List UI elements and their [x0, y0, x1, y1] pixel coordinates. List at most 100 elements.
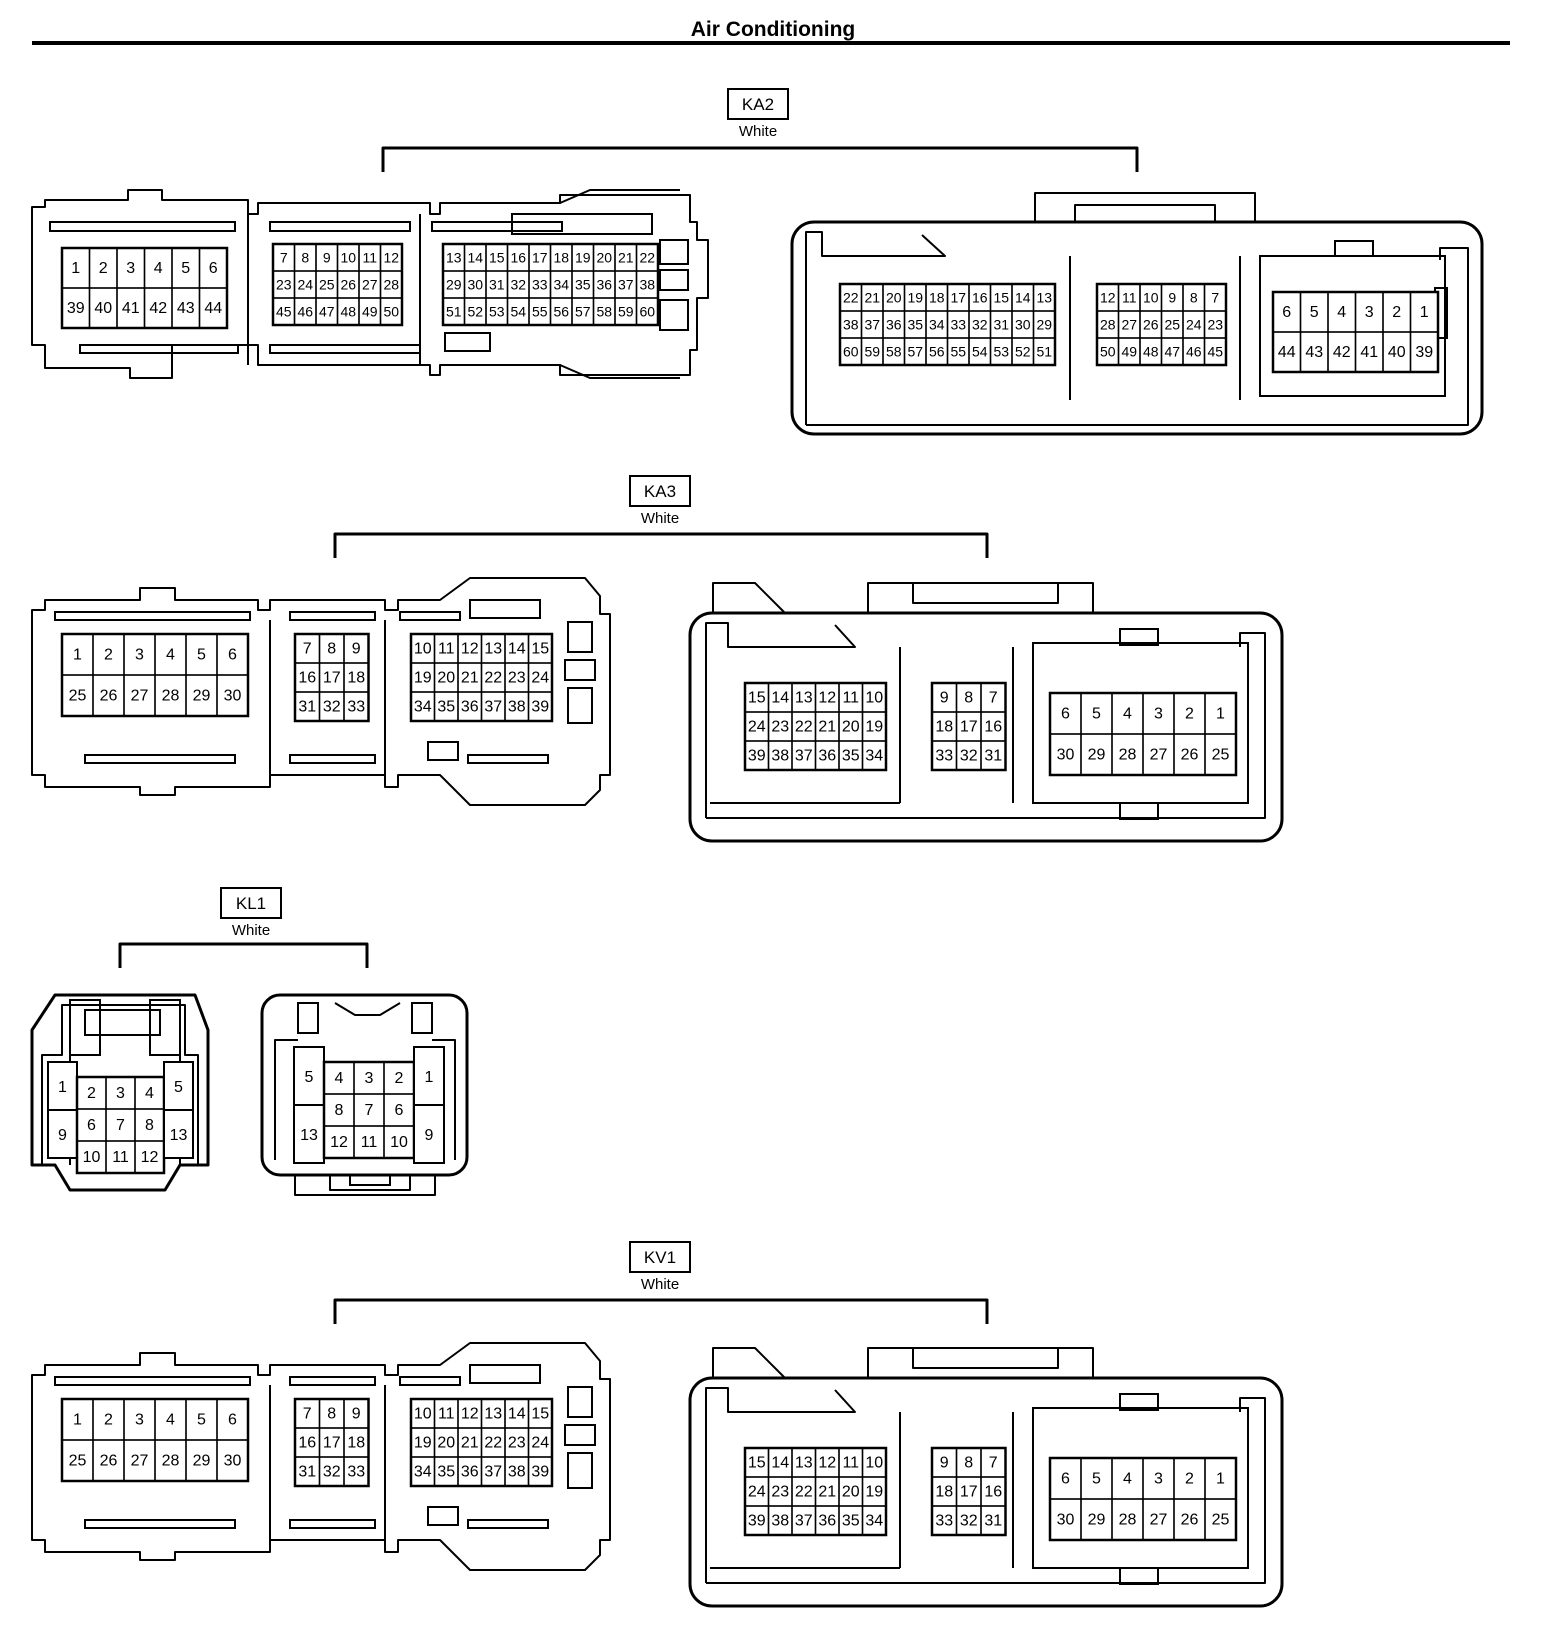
pin-number: 10: [414, 1406, 432, 1423]
pin-number: 20: [437, 1435, 455, 1452]
pin-number: 1: [1216, 706, 1225, 723]
pin-number: 31: [984, 748, 1002, 765]
pin-number: 23: [508, 670, 526, 687]
pin-cell: [198, 287, 228, 329]
connector-label-box: [220, 887, 282, 919]
pin-cell: [216, 1439, 249, 1482]
pin-number: 3: [135, 647, 144, 664]
housing-line: [334, 1002, 401, 1016]
pin-number: 2: [104, 1412, 113, 1429]
pin-number: 1: [73, 1412, 82, 1429]
latch-slot: [564, 659, 596, 681]
pin-number: 17: [960, 1484, 978, 1501]
latch-slot: [427, 741, 459, 761]
pin-number: 33: [532, 277, 548, 293]
pin-number: 18: [347, 1435, 365, 1452]
pin-number: 25: [69, 688, 87, 705]
pin-number: 28: [162, 688, 180, 705]
pin-number: 23: [771, 719, 789, 736]
pin-number: 6: [1061, 706, 1070, 723]
pin-number: 50: [383, 304, 399, 320]
latch-slot: [427, 1506, 459, 1526]
pin-number: 16: [984, 1484, 1002, 1501]
pin-number: 2: [1185, 1471, 1194, 1488]
pin-number: 26: [1143, 317, 1159, 333]
pin-number: 13: [484, 641, 502, 658]
pin-cell: [1204, 1498, 1237, 1541]
pin-number: 42: [149, 300, 167, 317]
pin-number: 51: [1036, 344, 1052, 360]
pin-number: 29: [446, 277, 462, 293]
pin-number: 22: [795, 719, 813, 736]
pin-number: 39: [748, 748, 766, 765]
latch-slot: [411, 1002, 433, 1034]
connector-bracket: [333, 1298, 989, 1324]
connector-label: KL1: [236, 894, 266, 913]
housing-line: [294, 1175, 436, 1196]
latch-slot: [69, 999, 101, 1056]
pin-number: 42: [1333, 344, 1351, 361]
pin-number: 38: [639, 277, 655, 293]
pin-number: 12: [461, 641, 479, 658]
pin-column: 513: [163, 1061, 194, 1159]
pin-number: 6: [1061, 1471, 1070, 1488]
pin-number: 24: [297, 277, 313, 293]
pin-number: 19: [865, 719, 883, 736]
latch-slot: [54, 1376, 251, 1386]
pin-number: 13: [300, 1127, 318, 1144]
pin-number: 4: [1337, 304, 1346, 321]
pin-number: 15: [993, 290, 1009, 306]
latch-tab: [912, 1348, 1059, 1369]
pin-number: 39: [1415, 344, 1433, 361]
pin-number: 3: [126, 260, 135, 277]
pin-number: 7: [989, 1455, 998, 1472]
pin-number: 10: [83, 1149, 101, 1166]
pin-number: 5: [1092, 706, 1101, 723]
pin-cell: [293, 1046, 325, 1106]
pin-number: 35: [575, 277, 591, 293]
pin-number: 24: [748, 1484, 766, 1501]
pin-number: 53: [993, 344, 1009, 360]
latch-slot: [1119, 802, 1159, 820]
latch-slot: [289, 1376, 376, 1386]
pin-number: 50: [1100, 344, 1116, 360]
pin-number: 8: [145, 1117, 154, 1134]
pin-cell: [413, 1046, 445, 1106]
pin-number: 12: [141, 1149, 159, 1166]
pin-number: 29: [1088, 747, 1106, 764]
pin-number: 17: [960, 719, 978, 736]
housing-line: [706, 1397, 1266, 1584]
pin-number: 30: [224, 688, 242, 705]
pin-number: 36: [596, 277, 612, 293]
pin-number: 34: [865, 748, 883, 765]
pin-number: 1: [1420, 304, 1429, 321]
pin-number: 12: [383, 250, 399, 266]
pin-number: 26: [1181, 1512, 1199, 1529]
pin-number: 2: [395, 1070, 404, 1087]
pin-number: 51: [446, 304, 462, 320]
pin-number: 37: [618, 277, 634, 293]
pin-number: 9: [940, 1455, 949, 1472]
pin-cell: [343, 691, 370, 722]
pin-number: 49: [1121, 344, 1137, 360]
pin-number: 16: [972, 290, 988, 306]
pin-number: 17: [323, 670, 341, 687]
pin-number: 22: [843, 290, 859, 306]
pin-number: 27: [1150, 1512, 1168, 1529]
pin-number: 60: [843, 344, 859, 360]
pin-cell: [413, 1104, 445, 1164]
pin-number: 30: [1057, 747, 1075, 764]
pin-number: 6: [209, 260, 218, 277]
pin-number: 16: [298, 670, 316, 687]
pin-cell: [1204, 733, 1237, 776]
latch-slot: [467, 754, 549, 764]
pin-number: 8: [335, 1102, 344, 1119]
pin-number: 12: [818, 690, 836, 707]
